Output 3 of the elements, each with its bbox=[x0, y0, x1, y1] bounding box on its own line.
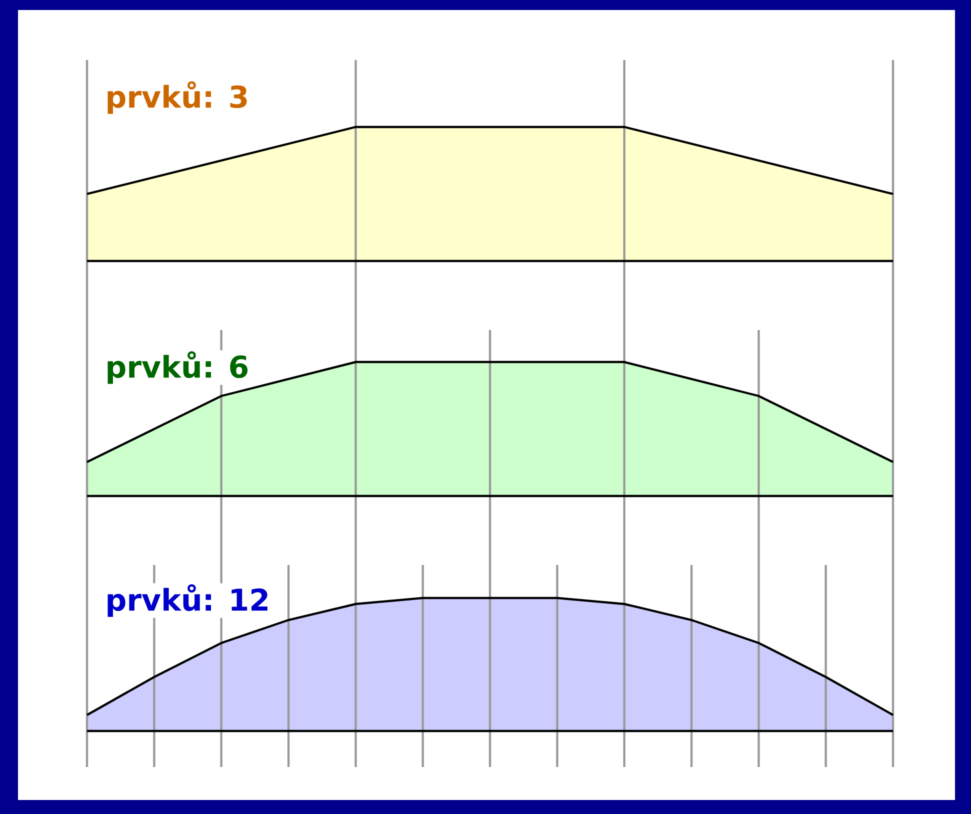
element-count-label: prvků: 3 bbox=[104, 80, 250, 115]
element-count-label: prvků: 6 bbox=[104, 350, 250, 385]
element-count-label: prvků: 12 bbox=[104, 583, 271, 618]
